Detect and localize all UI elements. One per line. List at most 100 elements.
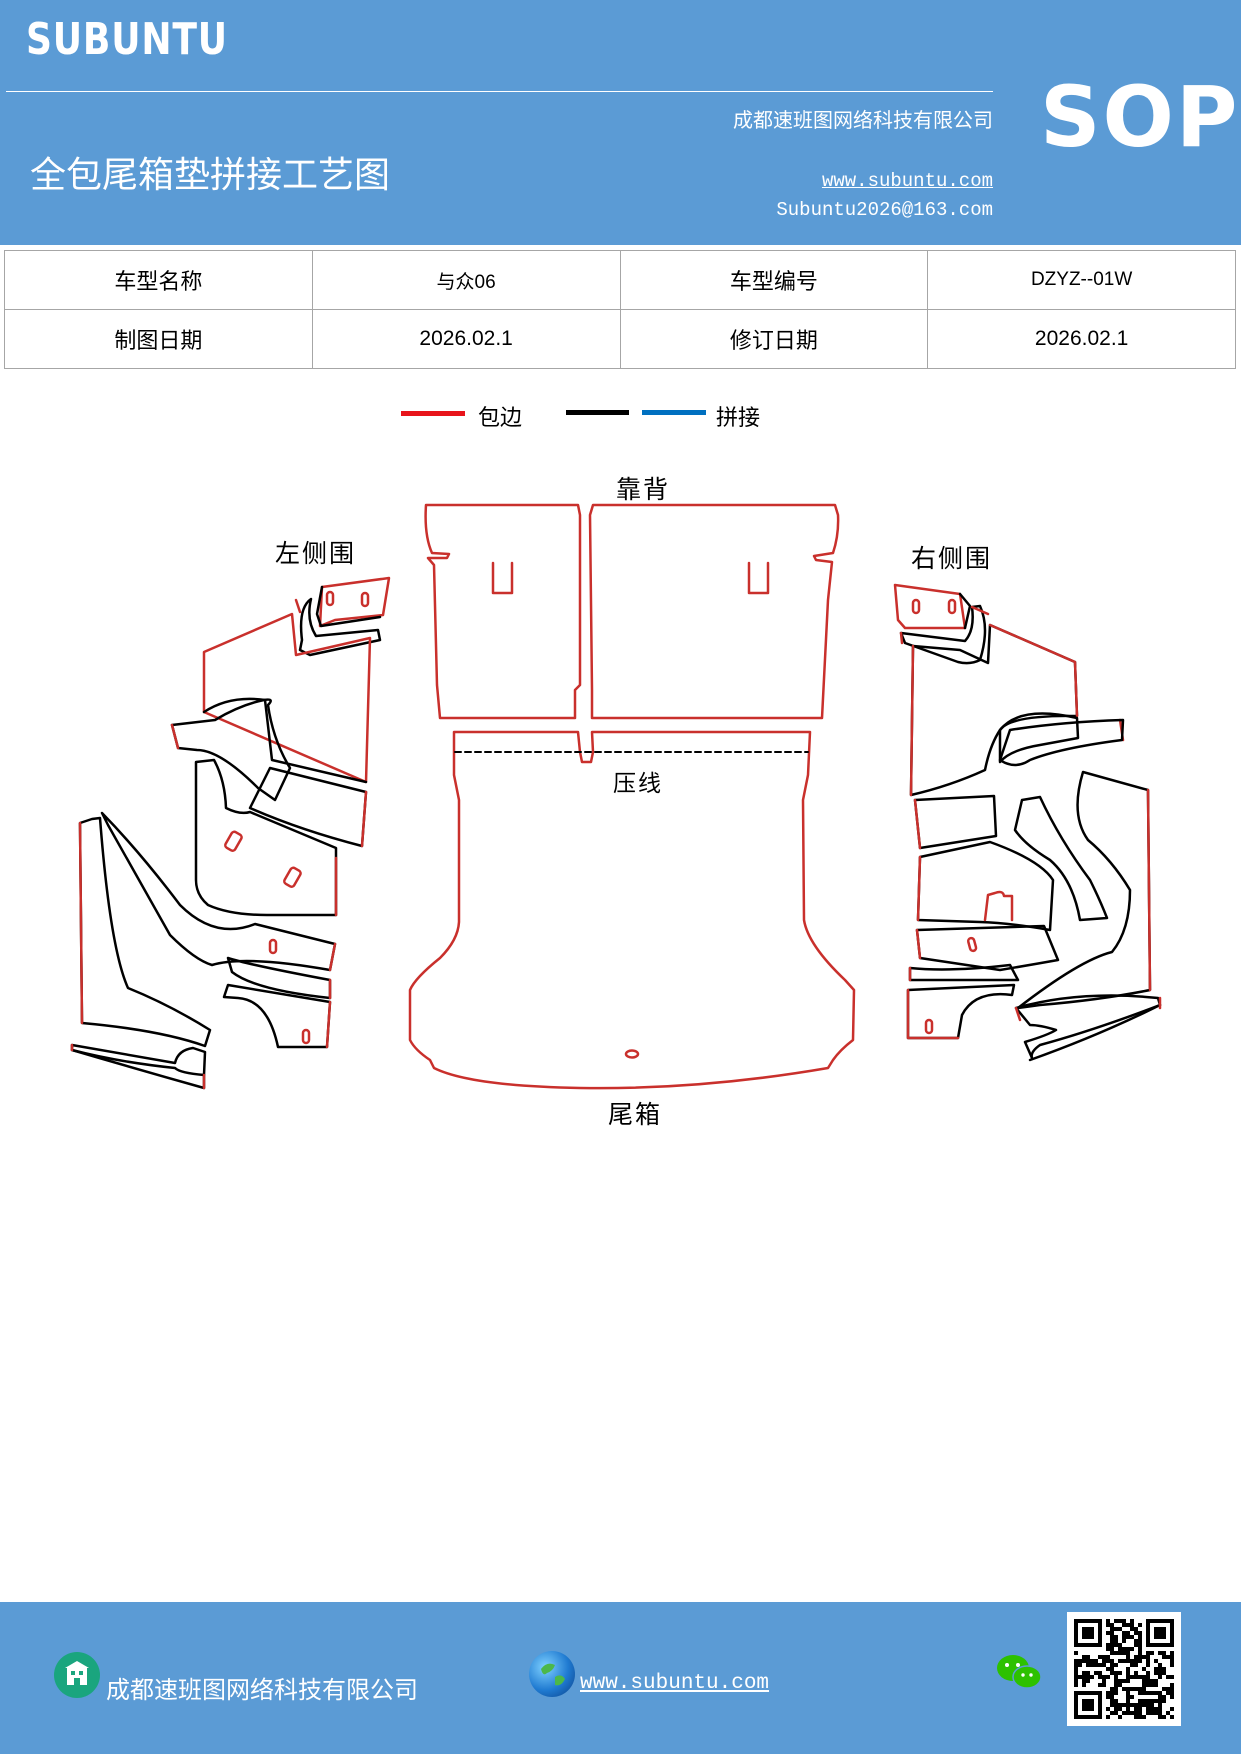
- qr-module: [1082, 1675, 1086, 1679]
- qr-module: [1074, 1671, 1078, 1675]
- legend-edge-label: 包边: [478, 406, 523, 431]
- qr-module: [1158, 1671, 1162, 1675]
- qr-module: [1134, 1703, 1138, 1707]
- left-panel-foot-edge: [70, 1043, 206, 1090]
- qr-module: [1162, 1671, 1166, 1675]
- qr-module: [1122, 1659, 1126, 1663]
- qr-module: [1166, 1655, 1170, 1659]
- qr-module: [1106, 1667, 1110, 1671]
- qr-module: [1122, 1647, 1126, 1651]
- qr-module: [1170, 1675, 1174, 1679]
- right-panel-box-edge: [913, 798, 922, 850]
- qr-finder: [1082, 1627, 1094, 1639]
- qr-module: [1146, 1651, 1150, 1655]
- qr-module: [1158, 1667, 1162, 1671]
- backrest-left-piece: [424, 503, 582, 720]
- qr-module: [1094, 1671, 1098, 1675]
- left-panel-diagonal-edge: [328, 942, 337, 972]
- qr-finder: [1154, 1627, 1166, 1639]
- right-panel-lower-strip: [915, 924, 1060, 972]
- right-panel-box: [913, 794, 998, 850]
- qr-module: [1110, 1711, 1114, 1715]
- qr-module: [1154, 1679, 1158, 1683]
- header-website-link[interactable]: www.subuntu.com: [821, 170, 993, 192]
- backrest-right-slot: [747, 561, 770, 595]
- table-row: 车型名称 与众06 车型编号 DZYZ--01W: [4, 250, 1236, 310]
- qr-module: [1154, 1683, 1158, 1687]
- qr-module: [1122, 1679, 1126, 1683]
- right-panel-strip-edge: [899, 605, 990, 645]
- qr-module: [1126, 1675, 1130, 1679]
- qr-module: [1142, 1687, 1146, 1691]
- qr-module: [1162, 1695, 1166, 1699]
- qr-module: [1114, 1699, 1118, 1703]
- left-panel-hole: [283, 866, 302, 888]
- qr-module: [1110, 1663, 1114, 1667]
- qr-module: [1114, 1679, 1118, 1683]
- qr-module: [1114, 1703, 1118, 1707]
- qr-module: [1102, 1663, 1106, 1667]
- left-panel-hole: [268, 938, 278, 955]
- right-panel-curve-right-edge: [1146, 788, 1152, 992]
- qr-module: [1142, 1699, 1146, 1703]
- qr-module: [1142, 1655, 1146, 1659]
- qr-module: [1150, 1651, 1154, 1655]
- right-panel-lower-strip-edge: [915, 928, 922, 960]
- qr-module: [1138, 1659, 1142, 1663]
- qr-code-pattern: [1074, 1619, 1174, 1719]
- trunk-label: 尾箱: [608, 1100, 663, 1129]
- qr-module: [1114, 1639, 1118, 1643]
- qr-module: [1086, 1655, 1090, 1659]
- qr-module: [1162, 1699, 1166, 1703]
- qr-module: [1114, 1671, 1118, 1675]
- qr-module: [1126, 1651, 1130, 1655]
- brand-logo: SUBUNTU: [26, 14, 228, 65]
- model-name-value: 与众06: [311, 250, 621, 310]
- right-panel-hole: [911, 598, 921, 615]
- qr-module: [1158, 1663, 1162, 1667]
- left-panel-mid-edge: [170, 723, 180, 750]
- qr-module: [1130, 1659, 1134, 1663]
- left-panel-upper: [202, 612, 372, 784]
- qr-module: [1134, 1687, 1138, 1691]
- qr-module: [1150, 1679, 1154, 1683]
- qr-module: [1170, 1659, 1174, 1663]
- qr-module: [1122, 1687, 1126, 1691]
- qr-module: [1142, 1679, 1146, 1683]
- qr-module: [1158, 1703, 1162, 1707]
- qr-module: [1146, 1691, 1150, 1695]
- qr-module: [1134, 1715, 1138, 1719]
- legend-black-swatch: [566, 410, 629, 415]
- qr-module: [1118, 1651, 1122, 1655]
- left-panel-foot: [70, 1043, 207, 1077]
- left-panel-small-top-splice: [315, 585, 382, 628]
- qr-module: [1074, 1683, 1078, 1687]
- wechat-icon[interactable]: [996, 1652, 1042, 1692]
- qr-module: [1074, 1659, 1078, 1663]
- qr-module: [1170, 1687, 1174, 1691]
- qr-module: [1118, 1703, 1122, 1707]
- qr-module: [1130, 1635, 1134, 1639]
- left-panel-center: [194, 758, 338, 917]
- qr-module: [1074, 1667, 1078, 1671]
- right-panel-upper-edge: [909, 623, 1079, 797]
- left-panel-strip-edge: [294, 598, 302, 614]
- right-panel-foot-tail: [1028, 1003, 1162, 1062]
- qr-module: [1130, 1695, 1134, 1699]
- mat-pattern-diagram: [70, 503, 1162, 1090]
- qr-module: [1126, 1695, 1130, 1699]
- qr-module: [1146, 1707, 1150, 1711]
- qr-module: [1118, 1715, 1122, 1719]
- qr-module: [1122, 1711, 1126, 1715]
- qr-module: [1102, 1655, 1106, 1659]
- qr-module: [1106, 1695, 1110, 1699]
- right-panel-center: [916, 840, 1055, 932]
- qr-module: [1134, 1655, 1138, 1659]
- left-panel-bottom: [222, 983, 332, 1049]
- qr-module: [1146, 1699, 1150, 1703]
- footer-website-link[interactable]: www.subuntu.com: [580, 1672, 770, 1695]
- qr-module: [1126, 1703, 1130, 1707]
- qr-module: [1118, 1619, 1122, 1623]
- qr-module: [1134, 1707, 1138, 1711]
- right-panel-foot: [1014, 994, 1162, 1060]
